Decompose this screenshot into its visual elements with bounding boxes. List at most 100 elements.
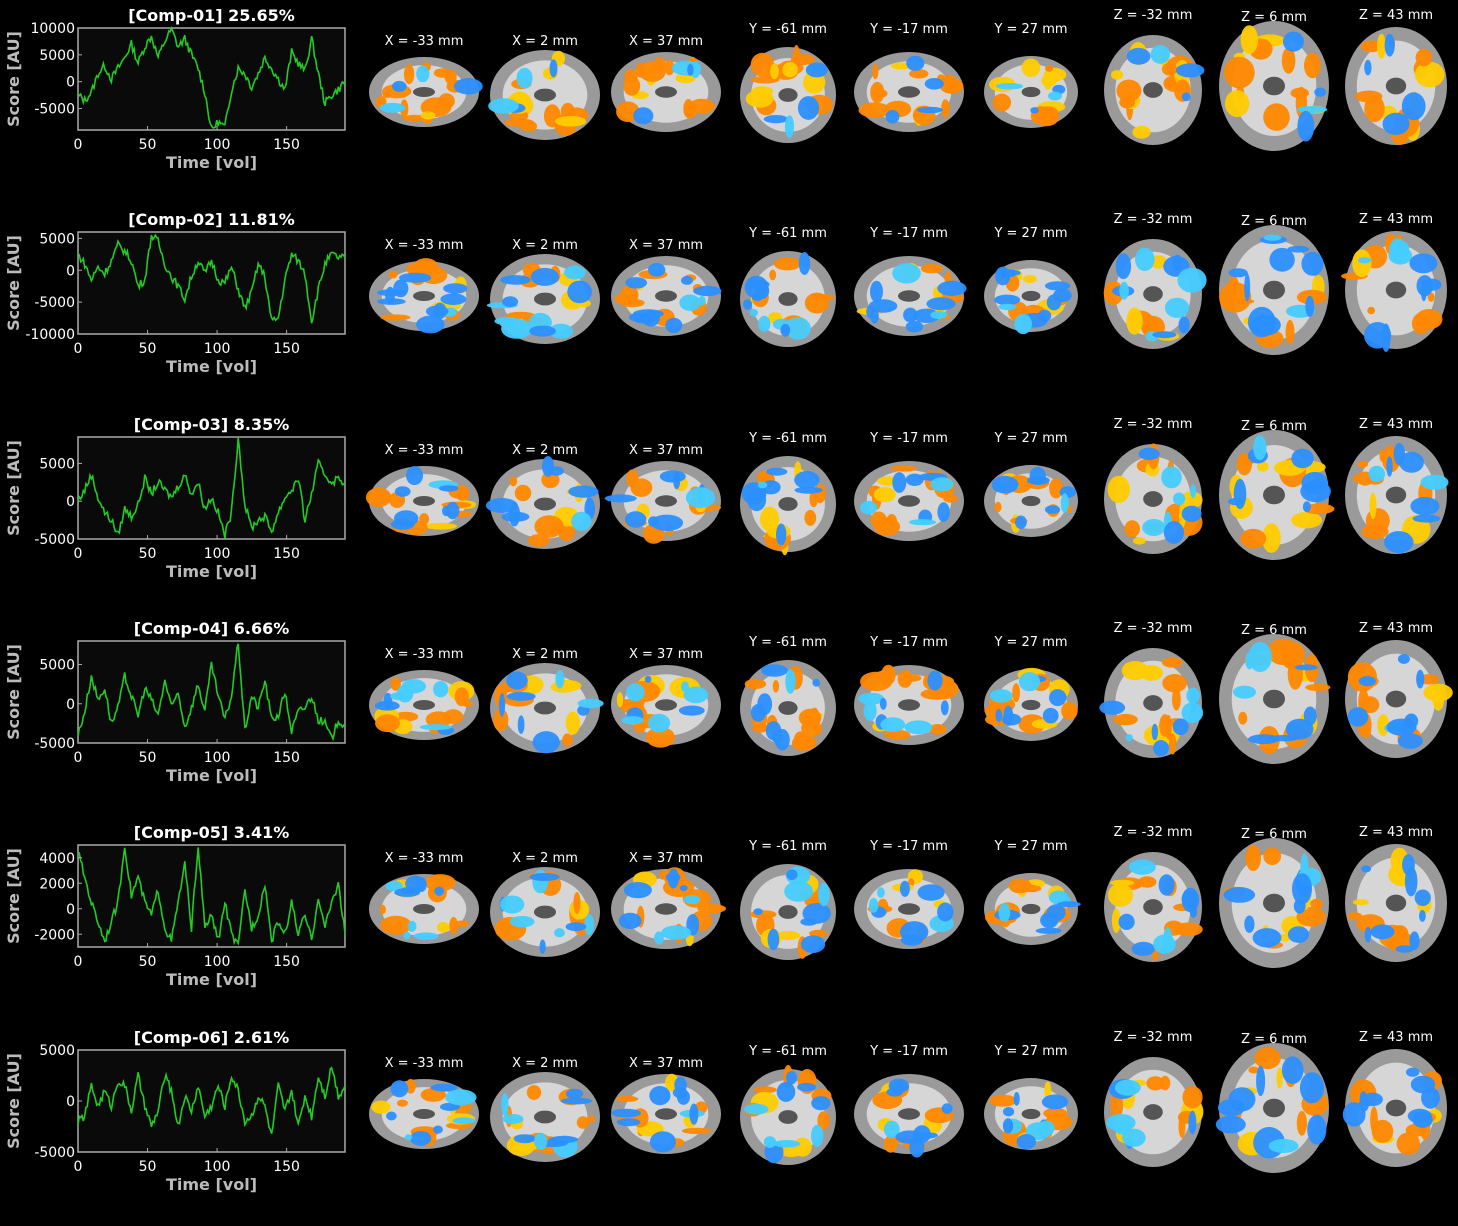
x-tick-label: 50 <box>139 750 157 766</box>
activation-blob <box>1282 31 1304 52</box>
activation-blob <box>1178 316 1190 334</box>
activation-blob <box>520 120 538 132</box>
activation-blob <box>1361 524 1389 539</box>
y-tick-label: 5000 <box>39 48 75 64</box>
activation-blob <box>1142 518 1166 536</box>
ventricle <box>1263 689 1285 709</box>
slice-label: Y = -17 mm <box>870 634 948 650</box>
activation-blob <box>1395 945 1415 953</box>
activation-blob <box>1256 1065 1266 1096</box>
brain-slice-image <box>984 56 1078 128</box>
activation-blob <box>1305 295 1315 318</box>
activation-blob <box>903 307 918 323</box>
brain-slice-image <box>1341 231 1447 353</box>
brain-slice-image <box>984 464 1078 537</box>
slice-label: Y = 27 mm <box>994 226 1068 242</box>
slice-label: Y = -61 mm <box>749 839 827 855</box>
activation-blob <box>866 305 875 319</box>
ventricle <box>898 494 920 507</box>
activation-blob <box>657 528 664 535</box>
activation-blob <box>413 258 439 276</box>
activation-blob <box>1244 273 1251 302</box>
activation-blob <box>885 729 911 740</box>
activation-blob <box>989 688 1013 703</box>
brain-slice-image <box>488 50 600 140</box>
activation-blob <box>858 692 885 705</box>
activation-blob <box>1305 683 1331 691</box>
brain-slice-image <box>369 57 483 127</box>
activation-blob <box>818 883 830 907</box>
ventricle <box>1143 899 1163 916</box>
activation-blob <box>880 717 906 732</box>
activation-blob <box>620 299 645 308</box>
ventricle <box>1385 281 1407 299</box>
activation-blob <box>508 502 521 527</box>
activation-blob <box>750 703 766 722</box>
activation-blob <box>883 1120 900 1138</box>
activation-blob <box>493 708 509 732</box>
activation-blob <box>1013 1091 1020 1106</box>
activation-blob <box>940 700 949 716</box>
activation-blob <box>774 728 790 751</box>
activation-blob <box>930 311 948 320</box>
activation-blob <box>814 483 826 503</box>
activation-blob <box>621 715 644 725</box>
activation-blob <box>1414 889 1431 907</box>
activation-blob <box>530 268 560 287</box>
activation-blob <box>506 311 535 320</box>
activation-blob <box>1296 106 1328 113</box>
activation-blob <box>1364 926 1372 943</box>
activation-blob <box>1153 934 1176 955</box>
plot-area <box>77 1048 346 1153</box>
ventricle <box>1385 486 1407 504</box>
slice-label: Z = -32 mm <box>1113 212 1193 228</box>
activation-blob <box>506 691 536 701</box>
brain-slice-image <box>1099 647 1204 758</box>
activation-blob <box>1223 887 1256 903</box>
activation-blob <box>1122 1128 1146 1147</box>
activation-blob <box>390 518 415 530</box>
slice-label: Z = 43 mm <box>1358 416 1434 432</box>
activation-blob <box>1029 466 1046 485</box>
activation-blob <box>506 671 528 690</box>
activation-blob <box>1188 1110 1197 1134</box>
activation-blob <box>1049 688 1067 706</box>
activation-blob <box>648 713 671 733</box>
activation-blob <box>403 931 411 940</box>
slice-label: Z = 6 mm <box>1241 622 1307 638</box>
x-axis-label: Time [vol] <box>166 1175 257 1194</box>
activation-blob <box>1041 74 1058 87</box>
activation-blob <box>632 309 664 319</box>
activation-blob <box>562 733 573 747</box>
activation-blob <box>1267 638 1299 665</box>
activation-blob <box>438 93 455 109</box>
x-tick-label: 50 <box>139 954 157 970</box>
brain-slice-image <box>1104 1056 1204 1167</box>
activation-blob <box>1415 48 1433 67</box>
activation-blob <box>616 691 624 708</box>
component-title: [Comp-03] 8.35% <box>133 414 290 434</box>
activation-blob <box>913 1124 931 1143</box>
activation-blob <box>567 280 592 304</box>
brain-slice-image <box>1104 442 1203 554</box>
activation-blob <box>650 514 684 531</box>
activation-blob <box>1244 915 1255 934</box>
slice-label: Y = 27 mm <box>994 430 1068 446</box>
activation-blob <box>625 683 645 702</box>
brain-slice-image <box>1342 1048 1447 1167</box>
activation-blob <box>443 283 468 294</box>
brain-slice-image <box>604 460 722 544</box>
brain-slice-image <box>854 460 964 541</box>
activation-blob <box>419 512 430 525</box>
ventricle <box>1021 495 1041 506</box>
brain-slice-image <box>740 864 836 961</box>
slice-label: Z = -32 mm <box>1113 8 1193 23</box>
activation-blob <box>1049 477 1064 498</box>
activation-blob <box>1381 323 1391 353</box>
activation-blob <box>390 677 401 691</box>
activation-blob <box>1007 270 1016 278</box>
activation-blob <box>565 1088 584 1099</box>
activation-blob <box>649 1130 676 1152</box>
activation-blob <box>377 298 406 306</box>
ventricle <box>1385 1099 1407 1116</box>
